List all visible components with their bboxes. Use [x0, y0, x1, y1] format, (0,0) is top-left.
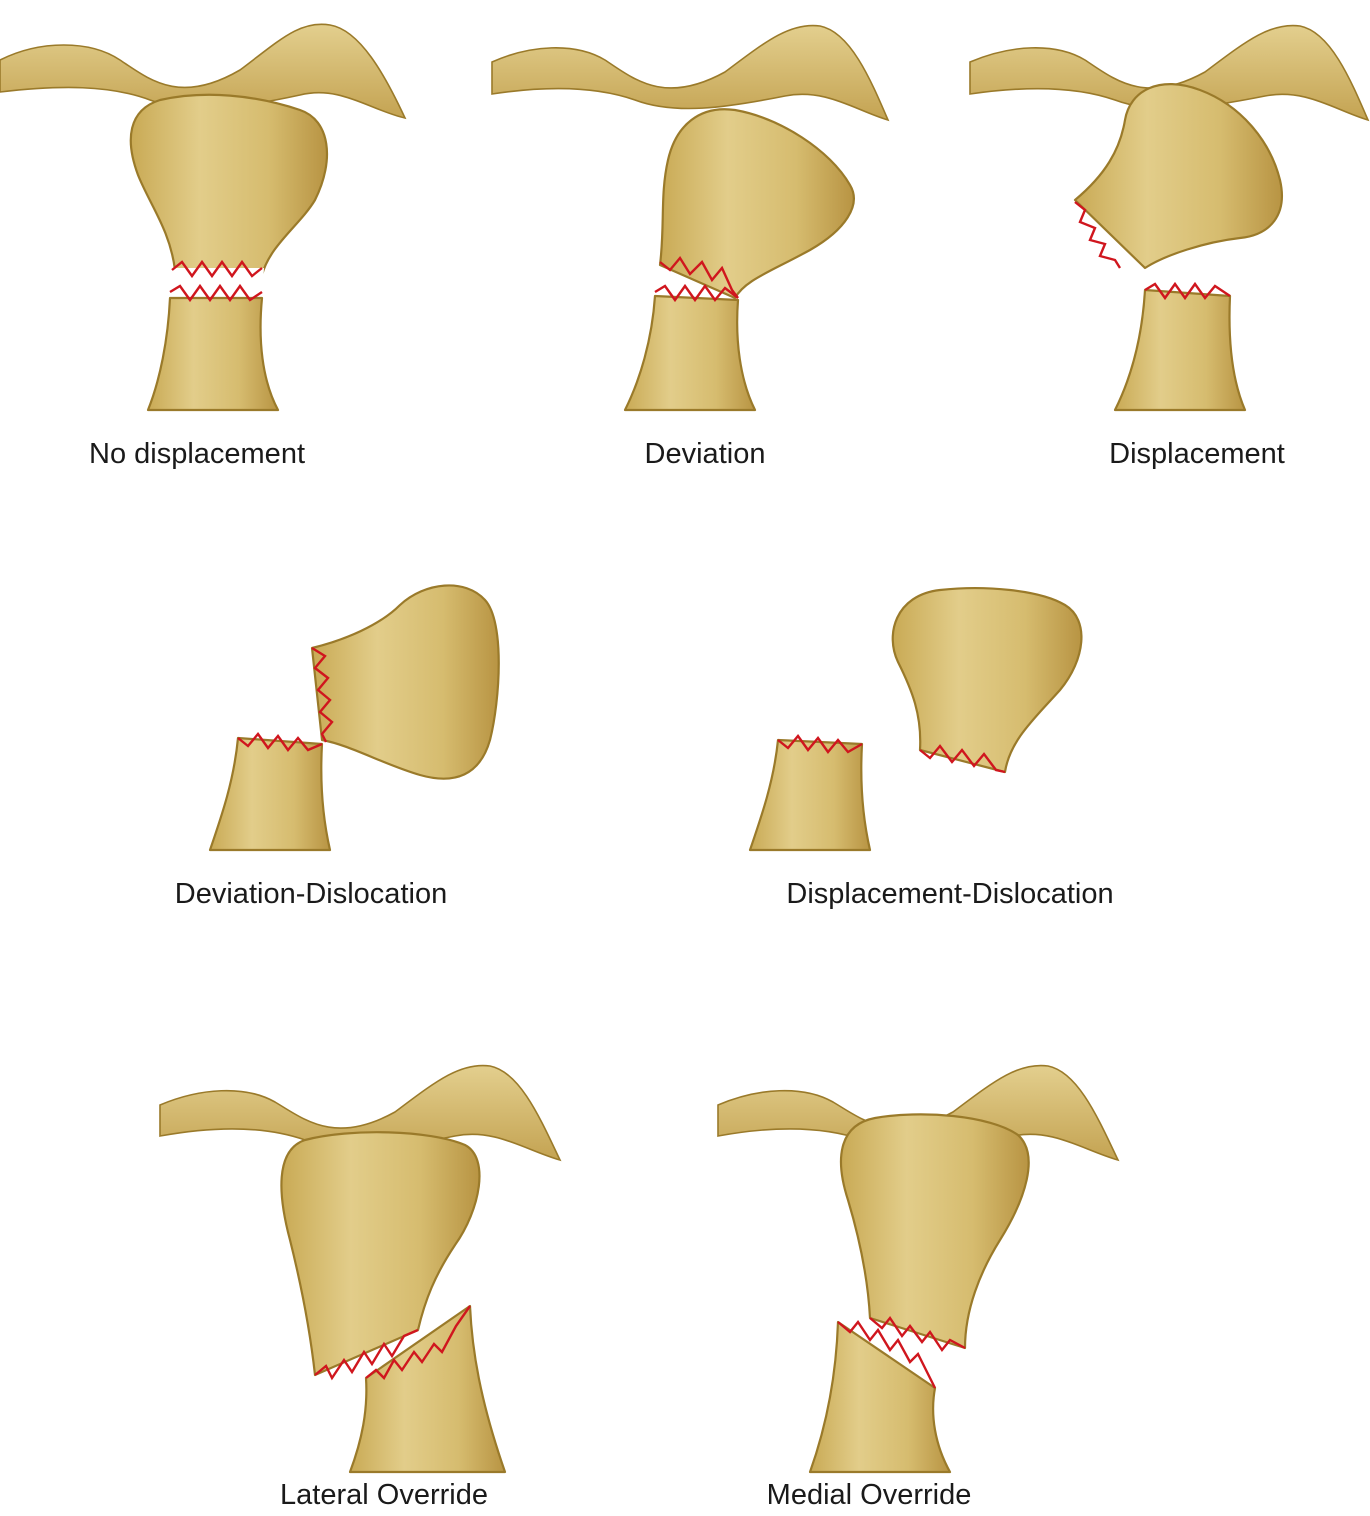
panel-displacement: Displacement	[970, 25, 1368, 470]
condyle-head	[841, 1114, 1029, 1348]
caption: Deviation	[645, 438, 766, 470]
panel-displacement-dislocation: Displacement-Dislocation	[750, 588, 1114, 910]
caption: Medial Override	[767, 1479, 972, 1511]
condyle-neck	[148, 298, 278, 410]
condyle-head	[660, 109, 854, 298]
condyle-head	[893, 588, 1082, 772]
condyle-neck	[210, 738, 330, 850]
condyle-neck	[810, 1322, 950, 1472]
panel-medial-override: Medial Override	[718, 1065, 1118, 1511]
condyle-head	[312, 585, 499, 778]
caption: Displacement	[1109, 438, 1285, 470]
condyle-head	[1075, 84, 1282, 268]
panel-deviation-dislocation: Deviation-Dislocation	[175, 585, 499, 910]
caption: Displacement-Dislocation	[786, 878, 1113, 910]
condyle-head	[131, 95, 327, 275]
condyle-neck	[625, 296, 755, 410]
caption: Lateral Override	[280, 1479, 488, 1511]
panel-deviation: Deviation	[492, 25, 888, 470]
caption: Deviation-Dislocation	[175, 878, 447, 910]
condyle-neck	[750, 740, 870, 850]
glenoid-fossa	[492, 25, 888, 120]
caption: No displacement	[89, 438, 305, 470]
panel-no-displacement: No displacement	[0, 24, 405, 470]
condyle-neck	[1115, 290, 1245, 410]
panel-lateral-override: Lateral Override	[160, 1065, 560, 1511]
